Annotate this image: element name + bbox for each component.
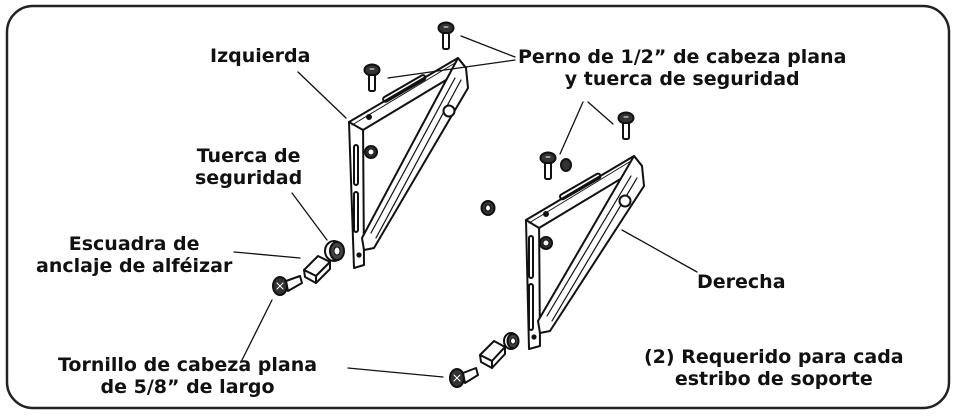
label-tuerca-line2: seguridad	[195, 167, 303, 189]
left-sill-anchor	[303, 255, 331, 284]
left-lock-nut	[324, 240, 345, 262]
label-tornillo: Tornillo de cabeza plana de 5/8” de larg…	[58, 354, 317, 398]
label-tornillo-line1: Tornillo de cabeza plana	[58, 354, 318, 376]
label-tuerca-line1: Tuerca de	[196, 145, 301, 167]
leader-lines	[233, 35, 698, 378]
label-escuadra-line1: Escuadra de	[68, 233, 200, 255]
right-sill-anchor	[479, 340, 506, 369]
middle-loose-nut	[480, 200, 496, 216]
label-tuerca: Tuerca de seguridad	[195, 145, 302, 189]
label-requerido-line1: (2) Requerido para cada	[644, 346, 904, 368]
label-escuadra-line2: anclaje de alféizar	[36, 255, 233, 277]
right-lock-nut	[503, 332, 520, 350]
label-requerido: (2) Requerido para cada estribo de sopor…	[644, 346, 904, 390]
label-perno: Perno de 1/2” de cabeza plana y tuerca d…	[518, 46, 846, 90]
right-upper-nut	[560, 158, 572, 172]
right-screw	[449, 367, 479, 388]
label-tornillo-line2: de 5/8” de largo	[100, 376, 275, 398]
label-izquierda: Izquierda	[210, 45, 311, 67]
right-bracket	[525, 155, 645, 350]
label-derecha: Derecha	[697, 271, 786, 293]
right-mid-bolt	[539, 151, 557, 180]
left-screw	[272, 275, 303, 296]
left-mid-bolt	[363, 63, 381, 92]
left-top-bolt	[437, 21, 455, 50]
label-perno-line2: y tuerca de seguridad	[564, 68, 800, 90]
label-perno-line1: Perno de 1/2” de cabeza plana	[518, 46, 847, 68]
left-bracket	[348, 57, 469, 269]
frame-border	[5, 4, 951, 410]
label-escuadra: Escuadra de anclaje de alféizar	[36, 233, 232, 277]
right-top-bolt	[617, 111, 635, 140]
label-requerido-line2: estribo de soporte	[674, 368, 873, 390]
